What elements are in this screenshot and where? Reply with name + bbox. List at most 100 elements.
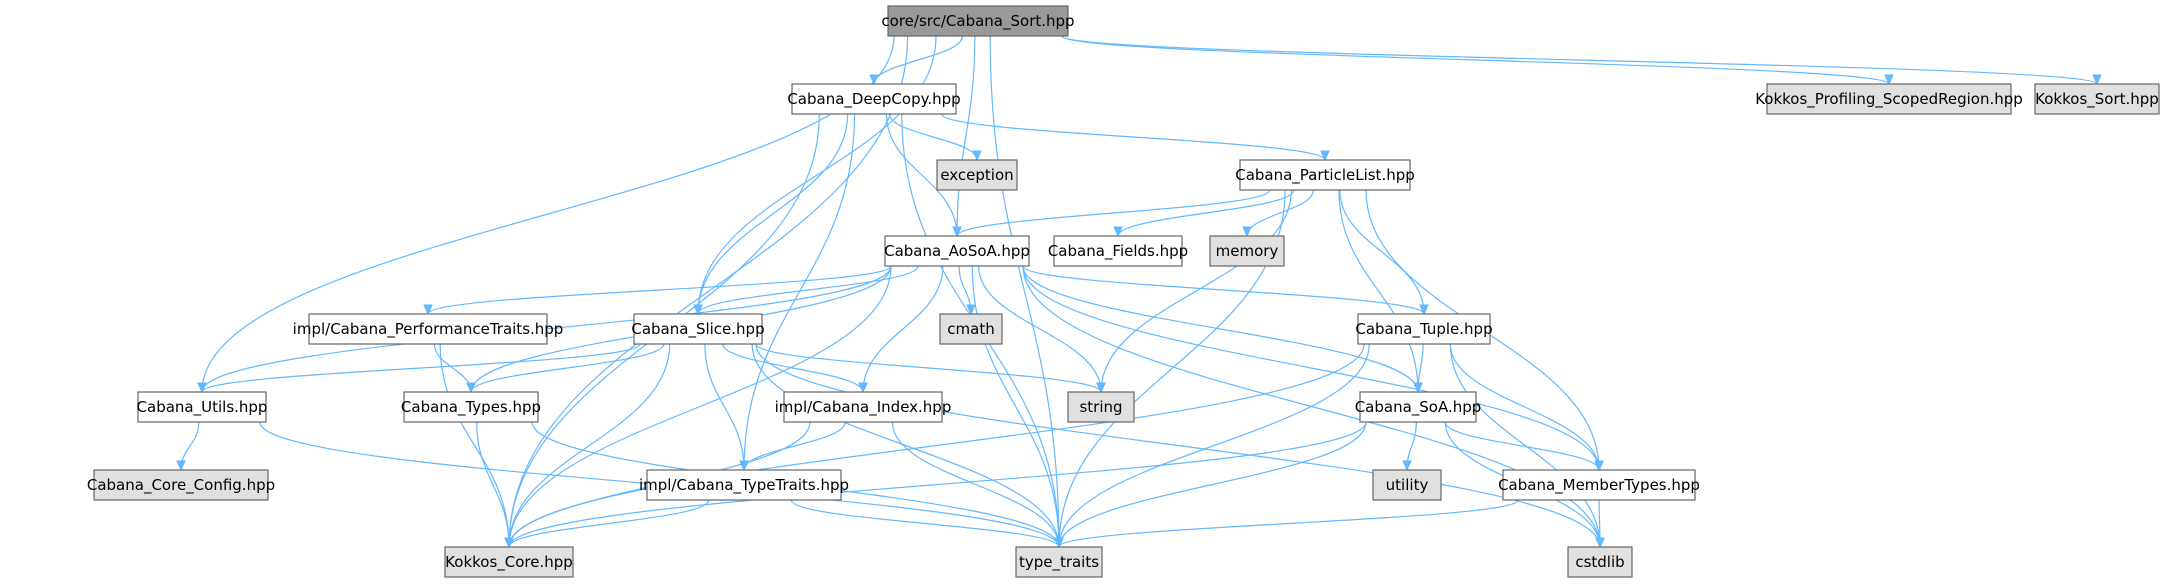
edge-line [508,499,710,548]
node-coreconfig: Cabana_Core_Config.hpp [87,469,275,501]
edge-line [508,421,1367,548]
edge-slice-to-string [755,343,1106,394]
node-box [137,391,267,423]
edge-line [743,421,846,471]
edge-arrowhead [952,226,962,238]
node-box [1502,469,1696,501]
node-label: Cabana_ParticleList.hpp [1235,166,1415,185]
edge-line [743,113,856,471]
edge-line [1338,189,1419,393]
edge-line [891,421,1060,548]
edge-tuple-to-kcore [504,343,1365,549]
edge-line [704,343,745,471]
node-sort: core/src/Cabana_Sort.hpp [881,5,1075,37]
edge-soa-to-utility [1402,421,1417,472]
node-box [633,313,763,345]
edge-arrowhead [966,304,976,316]
edge-line [1449,343,1600,471]
edge-line [1339,189,1425,315]
node-box [1567,546,1633,578]
node-box [791,83,957,115]
node-aosoa[interactable]: Cabana_AoSoA.hpp [884,235,1030,267]
edge-arrowhead [504,537,514,549]
node-typetraits_impl[interactable]: impl/Cabana_TypeTraits.hpp [639,469,849,501]
edge-arrowhead [1594,460,1604,472]
node-box [1209,235,1285,267]
edge-line [1449,343,1601,548]
node-label: utility [1386,476,1429,494]
edge-arrowhead [1096,382,1106,394]
edge-line [790,499,1060,548]
node-label: Kokkos_Core.hpp [445,553,573,572]
edge-tuple-to-soa [1413,343,1424,394]
node-label: Cabana_Tuple.hpp [1355,320,1492,339]
edge-plist-to-aosoa [952,189,1271,238]
node-label: Cabana_Core_Config.hpp [87,476,275,495]
node-label: Cabana_Types.hpp [401,398,541,417]
node-types[interactable]: Cabana_Types.hpp [401,391,541,423]
node-label: Kokkos_Profiling_ScopedRegion.hpp [1755,90,2023,109]
edge-arrowhead [1413,382,1423,394]
node-tuple[interactable]: Cabana_Tuple.hpp [1355,313,1493,345]
edge-plist-to-fields [1113,189,1295,238]
edge-slice-to-typetraits_impl [704,343,749,472]
edge-line [1022,265,1600,471]
node-box [939,313,1003,345]
node-slice[interactable]: Cabana_Slice.hpp [631,313,765,345]
edge-soa-to-kcore [504,421,1367,549]
node-plist[interactable]: Cabana_ParticleList.hpp [1235,159,1415,191]
node-label: Cabana_SoA.hpp [1355,398,1482,417]
node-soa[interactable]: Cabana_SoA.hpp [1355,391,1482,423]
edge-arrowhead [858,382,868,394]
edge-typetraits_impl-to-kcore [504,499,710,549]
edge-membertypes-to-type_traits [1054,499,1519,549]
node-label: string [1079,398,1122,416]
edge-line [508,343,1365,548]
node-box [1239,159,1411,191]
edge-line [439,343,510,548]
edge-line [989,35,1060,548]
edge-tuple-to-type_traits [1054,343,1370,549]
edge-sort-to-prof [1061,35,1894,86]
edge-arrowhead [1054,537,1064,549]
edge-arrowhead [693,304,703,316]
edge-line [1022,265,1419,393]
node-box [936,159,1018,191]
edge-slice-to-utils [197,343,641,394]
node-fields[interactable]: Cabana_Fields.hpp [1048,235,1188,267]
edge-line [1061,35,1890,85]
node-exception: exception [936,159,1018,191]
node-deepcopy[interactable]: Cabana_DeepCopy.hpp [787,83,961,115]
edge-line [1058,499,1519,548]
node-box [1766,83,2012,115]
node-membertypes[interactable]: Cabana_MemberTypes.hpp [1498,469,1700,501]
node-cmath: cmath [939,313,1003,345]
node-utility: utility [1372,469,1442,501]
node-prof: Kokkos_Profiling_ScopedRegion.hpp [1755,83,2023,115]
node-label: impl/Cabana_Index.hpp [775,398,952,417]
node-box [783,391,943,423]
node-utils[interactable]: Cabana_Utils.hpp [137,391,268,423]
edge-line [508,265,892,548]
edge-line [941,113,1326,161]
edge-arrowhead [1402,460,1412,472]
edge-arrowhead [1320,150,1330,162]
edge-sort-to-slice [693,35,937,316]
edge-line [1444,421,1600,471]
node-perf[interactable]: impl/Cabana_PerformanceTraits.hpp [293,313,564,345]
edge-line [862,265,944,393]
edge-line [956,35,976,237]
edge-types-to-kcore [476,421,514,549]
node-box [887,5,1069,37]
node-label: impl/Cabana_TypeTraits.hpp [639,476,849,495]
edge-aosoa-to-tuple [1022,265,1429,316]
node-box [884,235,1030,267]
node-box [2034,83,2160,115]
edge-aosoa-to-perf [423,265,892,316]
edge-arrowhead [1884,74,1894,86]
edge-plist-to-memory [1242,189,1314,238]
node-memory: memory [1209,235,1285,267]
edge-sort-to-deepcopy [869,35,963,86]
node-index[interactable]: impl/Cabana_Index.hpp [775,391,952,423]
